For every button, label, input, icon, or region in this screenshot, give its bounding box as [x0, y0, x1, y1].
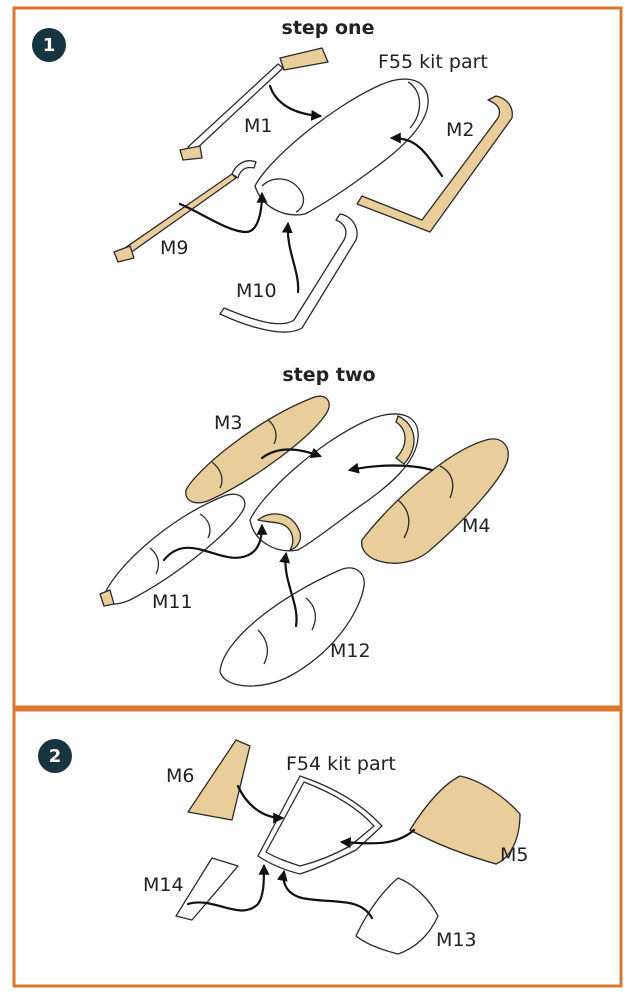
label-f54-kit-part: F54 kit part: [286, 753, 396, 775]
f54-windscreen-part: [257, 775, 383, 875]
step-1-badge: 1: [32, 28, 66, 62]
m9-mask: [113, 160, 257, 263]
svg-text:2: 2: [49, 746, 62, 767]
m4-mask-lines: [397, 465, 454, 539]
m11-mask: [103, 493, 246, 605]
m12-mask-lines: [257, 597, 317, 665]
m10-mask: [219, 213, 358, 333]
panel-step-2-frame: [12, 708, 623, 988]
m13-mask: [355, 877, 439, 955]
label-m1: M1: [244, 115, 272, 137]
step-one-heading: step one: [282, 17, 375, 39]
f55-canopy-part: [254, 78, 429, 216]
m14-mask: [175, 857, 239, 921]
panel-step-1-frame: [12, 6, 623, 709]
m3-mask-lines: [211, 419, 277, 489]
m11-mask-tab: [99, 589, 115, 607]
step-2-arrows: [186, 784, 416, 920]
m1-mask: [179, 47, 329, 161]
label-m10: M10: [236, 280, 277, 302]
step-2-badge: 2: [38, 739, 72, 773]
m6-mask: [187, 739, 251, 821]
label-m14: M14: [143, 874, 184, 896]
step-two-heading: step two: [282, 364, 375, 386]
m4-mask: [360, 438, 509, 564]
label-m5: M5: [500, 844, 528, 866]
m5-mask: [409, 775, 521, 865]
step-two-arrows: [162, 447, 434, 628]
label-m11: M11: [152, 591, 193, 613]
m12-mask: [219, 567, 365, 687]
f55-canopy-with-frame-masks: [249, 413, 419, 552]
label-m4: M4: [462, 515, 490, 537]
label-m12: M12: [330, 640, 371, 662]
label-m3: M3: [214, 412, 242, 434]
m11-mask-lines: [149, 513, 211, 575]
m2-mask: [356, 95, 513, 233]
label-f55-kit-part: F55 kit part: [378, 51, 488, 73]
step-one-arrows: [178, 84, 444, 294]
label-m2: M2: [446, 119, 474, 141]
label-m9: M9: [160, 237, 188, 259]
label-m6: M6: [166, 765, 194, 787]
label-m13: M13: [436, 929, 477, 951]
svg-text:1: 1: [43, 35, 56, 56]
